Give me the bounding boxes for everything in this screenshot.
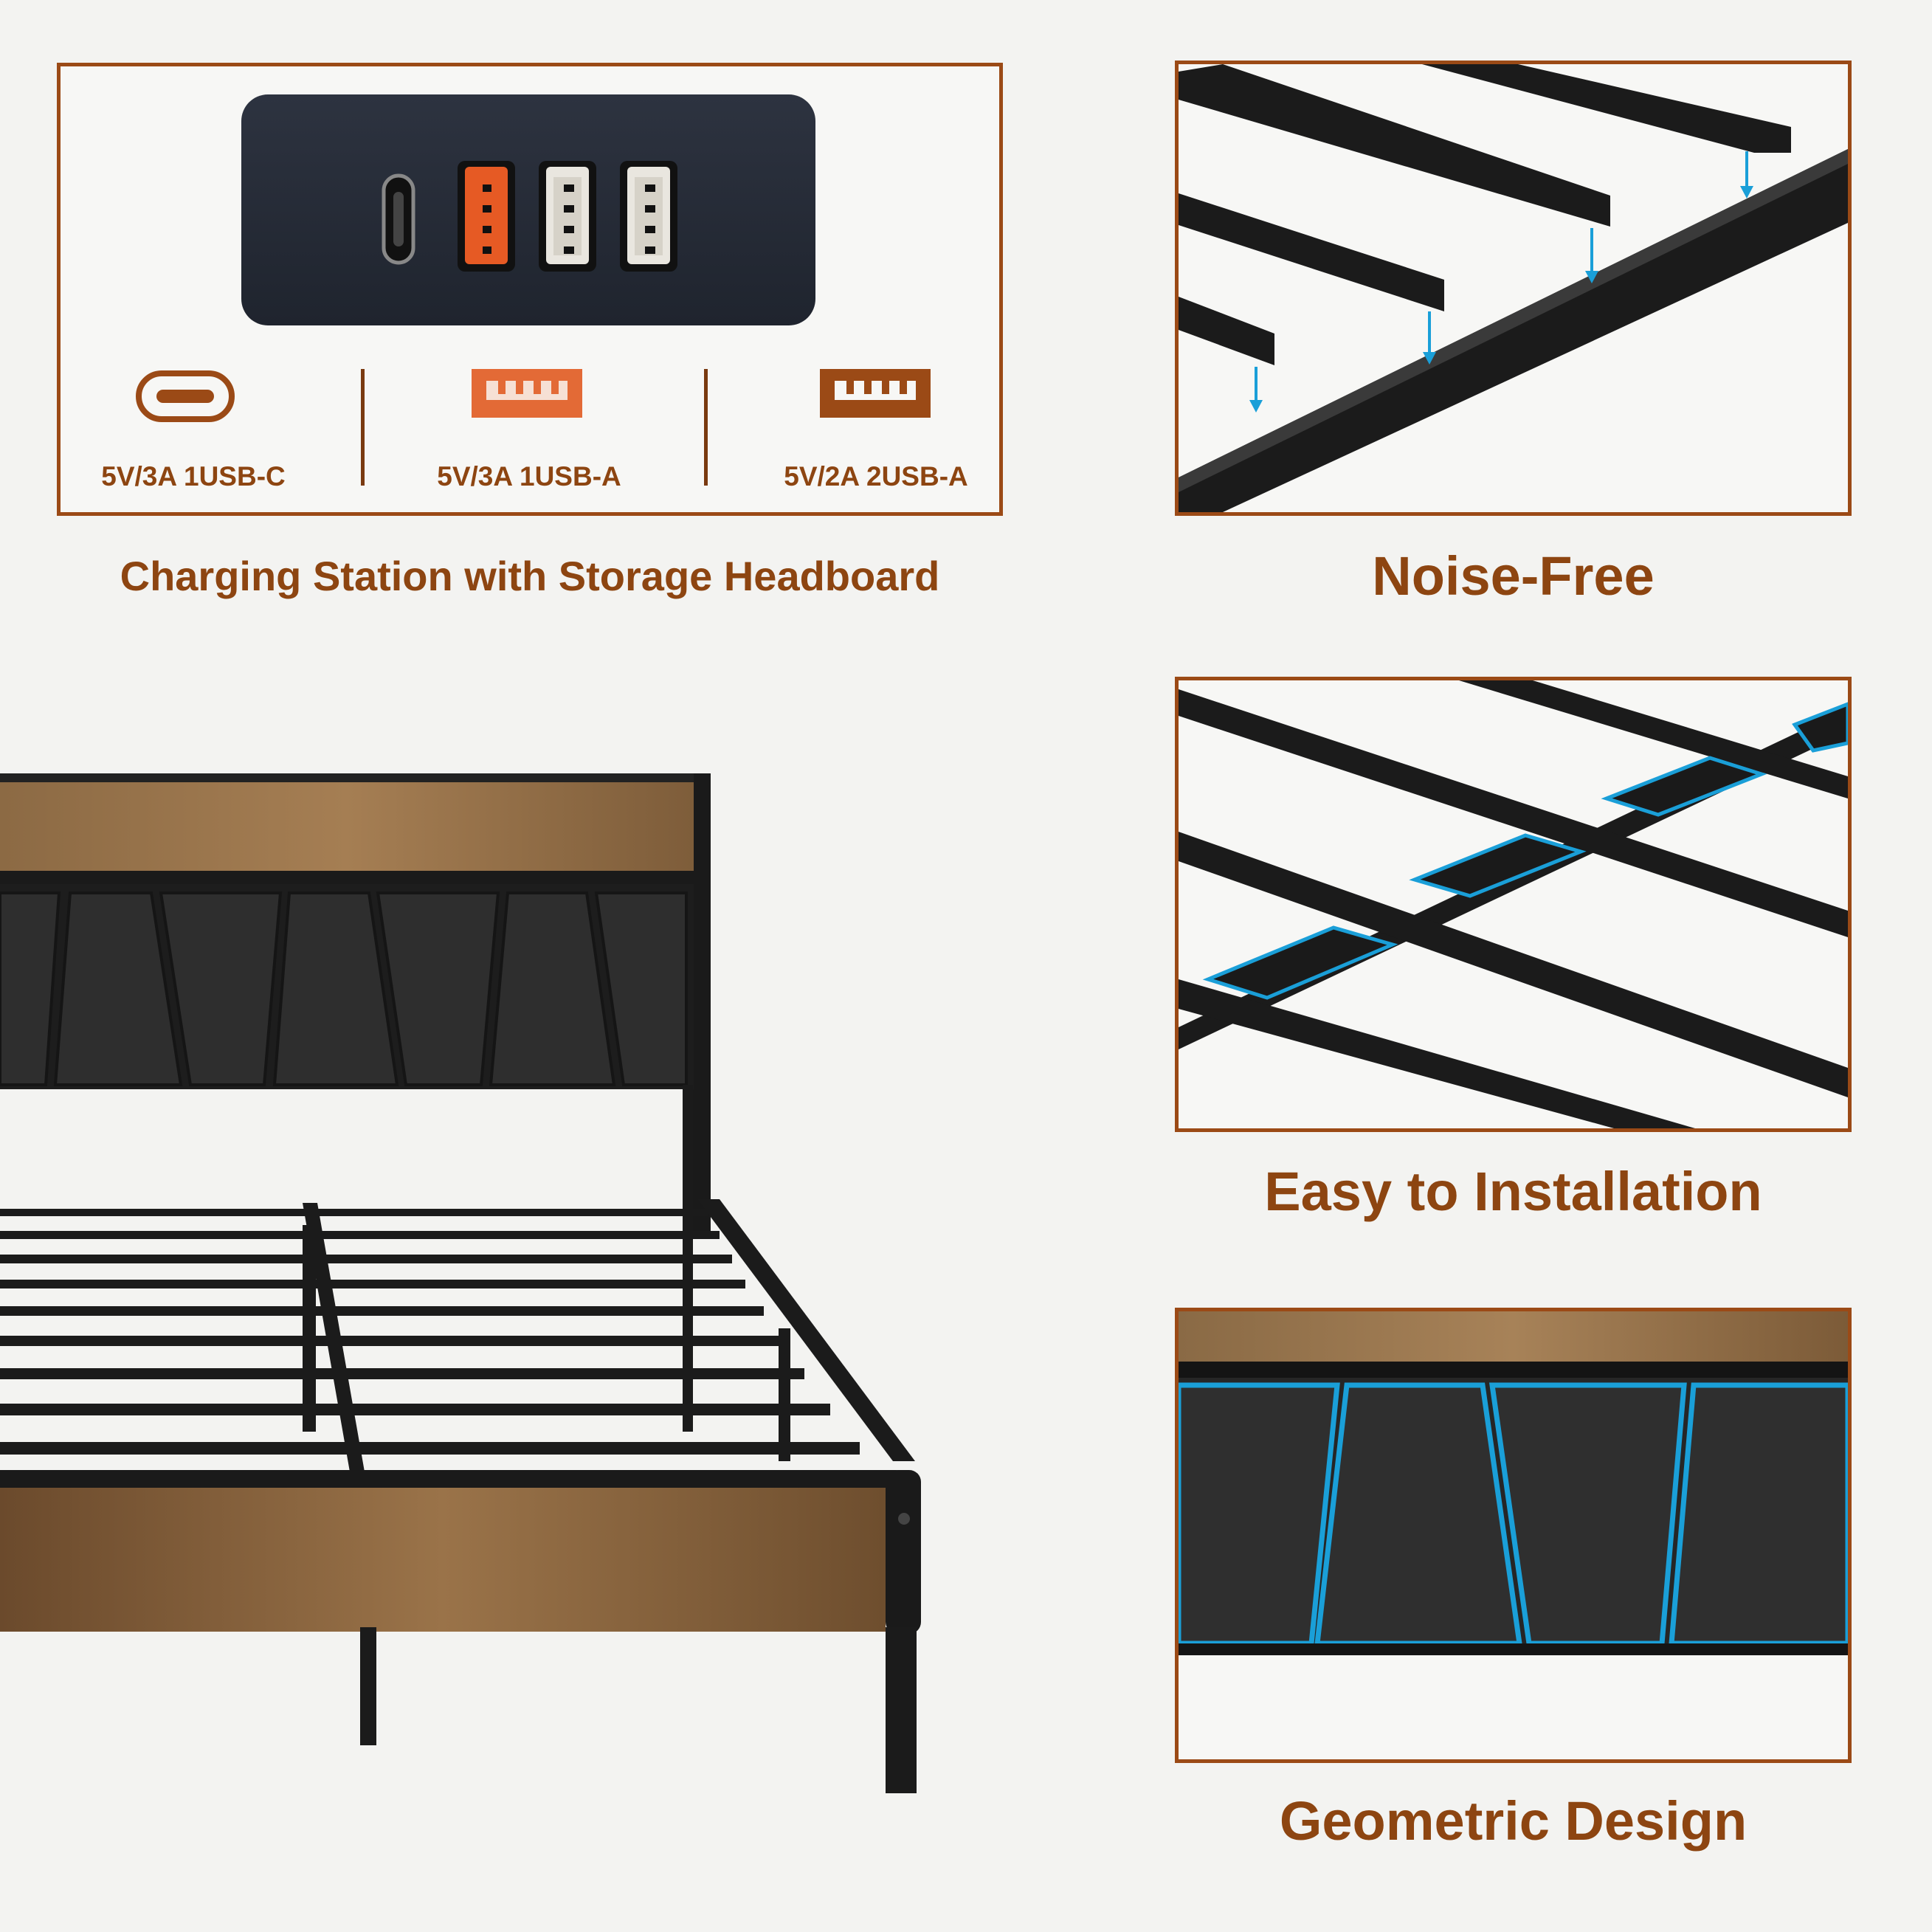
geometric-design-caption: Geometric Design: [1279, 1790, 1748, 1852]
charging-station-caption: Charging Station with Storage Headboard: [120, 553, 940, 599]
usb-a-icon: [820, 369, 931, 418]
noise-free-panel: [1175, 61, 1852, 516]
usb-a-label: 5V/2A 2USB-A: [784, 461, 968, 491]
headboard-panel-illustration: [1179, 1311, 1848, 1759]
geometric-design-panel: [1175, 1308, 1852, 1763]
easy-installation-panel: [1175, 677, 1852, 1132]
port-divider: [361, 369, 365, 486]
port-divider: [704, 369, 708, 486]
easy-installation-caption: Easy to Installation: [1264, 1161, 1762, 1222]
usb-c-icon: [136, 370, 235, 422]
slat-frame-illustration: [1179, 680, 1848, 1128]
charger-device-image: [241, 94, 815, 325]
charging-station-panel: 5V/3A 1USB-C 5V/3A 1USB-A 5V/2A 2USB-A: [57, 63, 1003, 516]
noise-free-caption: Noise-Free: [1372, 545, 1655, 607]
usb-c-label: 5V/3A 1USB-C: [101, 461, 286, 491]
bed-frame-image: [0, 773, 921, 1793]
slat-mount-illustration: [1179, 64, 1848, 512]
usb-a-fast-label: 5V/3A 1USB-A: [437, 461, 621, 491]
usb-a-fast-icon: [472, 369, 582, 418]
